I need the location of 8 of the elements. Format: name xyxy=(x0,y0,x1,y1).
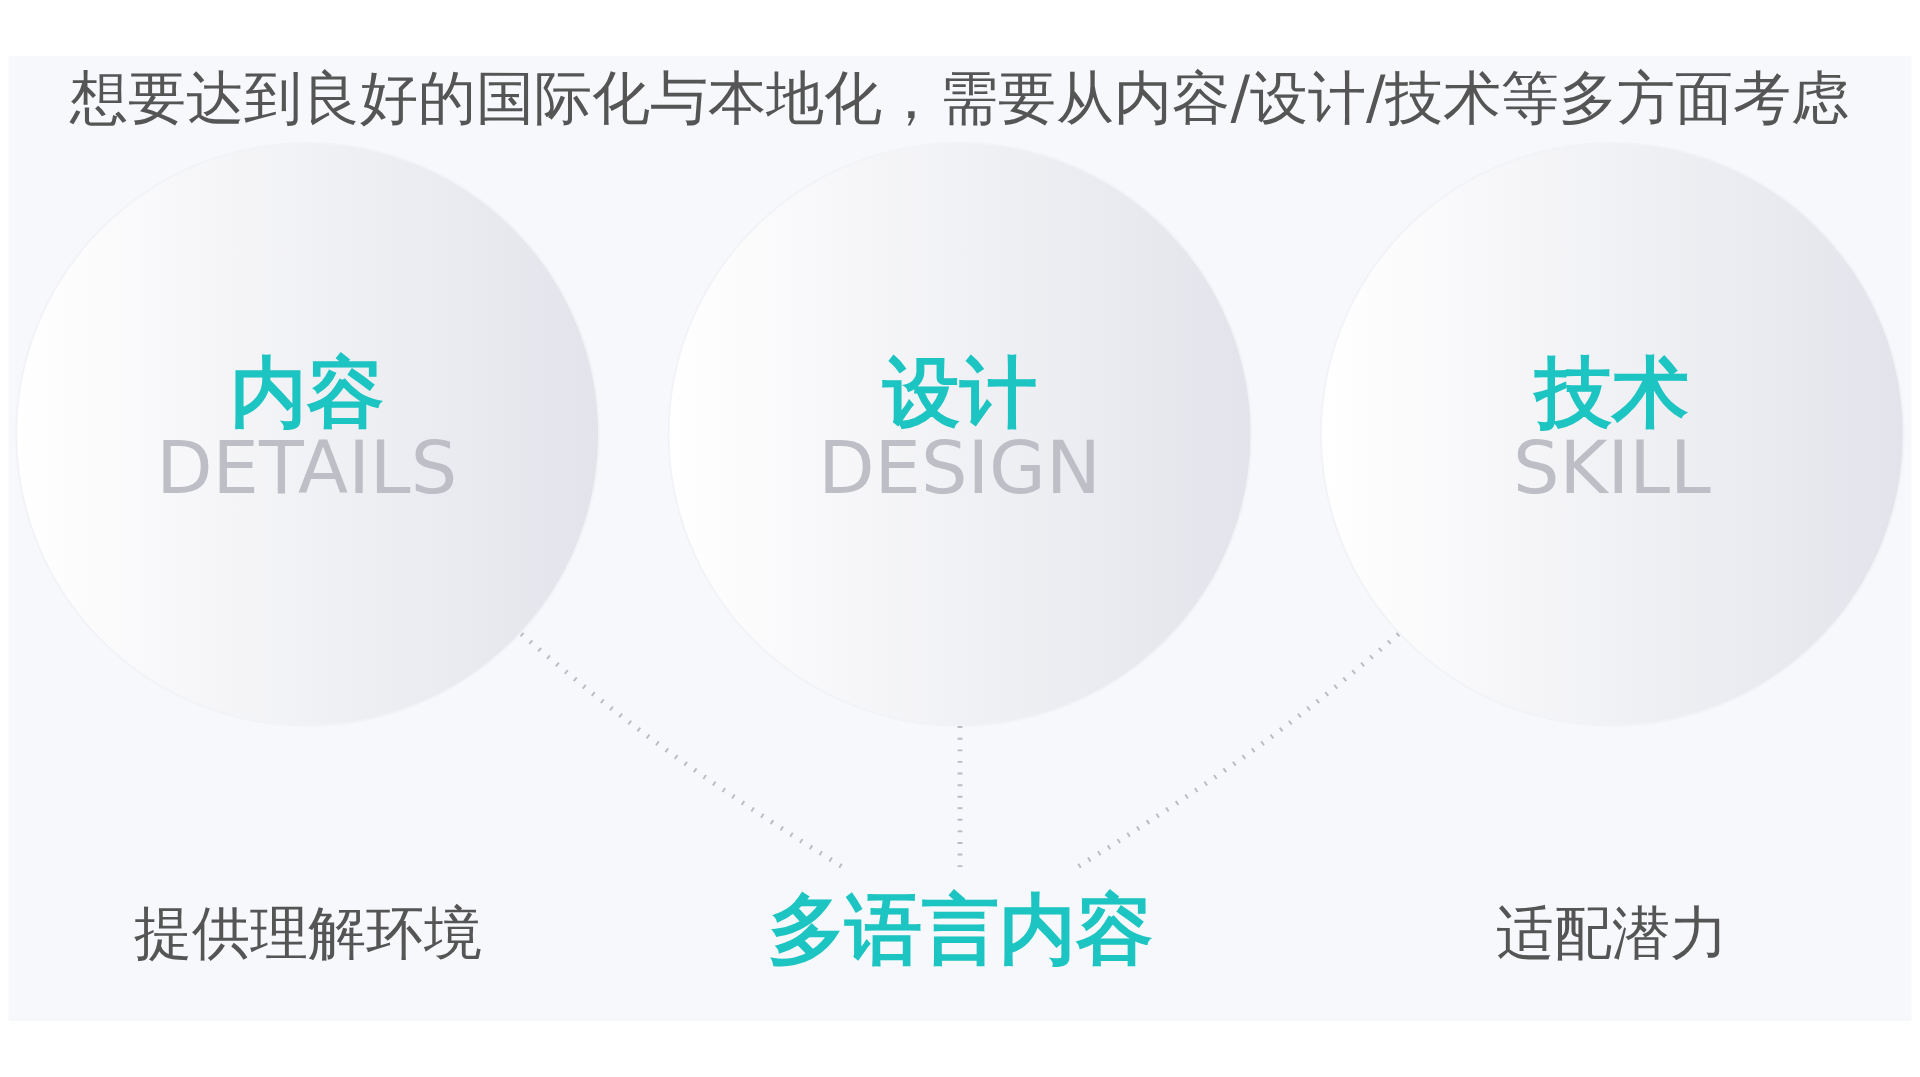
node-text: 多语言内容 xyxy=(767,884,1153,975)
diagram-title: 想要达到良好的国际化与本地化，需要从内容/设计/技术等多方面考虑 xyxy=(70,63,1850,132)
node-circle: 设计 DESIGN xyxy=(667,141,1253,727)
node-circle: 内容 DETAILS xyxy=(15,141,601,727)
node-circle: 技术 SKILL xyxy=(1319,141,1905,727)
label: 适配潜力 xyxy=(1496,899,1729,968)
label: 提供理解环境 xyxy=(133,899,482,968)
connector xyxy=(957,726,963,870)
